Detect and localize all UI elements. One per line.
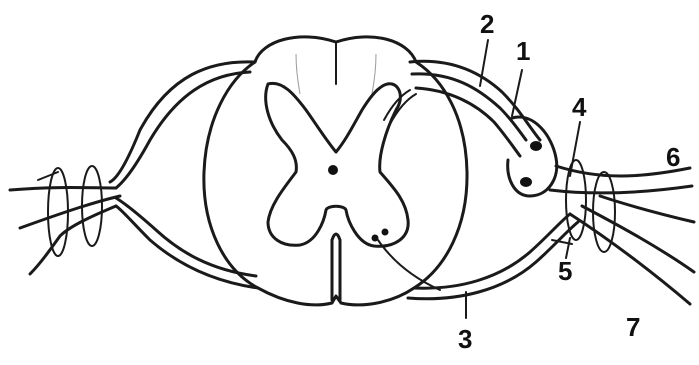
leader-5: [566, 238, 570, 258]
label-5: 5: [558, 256, 572, 286]
ganglion-cell-2: [520, 177, 532, 187]
label-1: 1: [516, 36, 530, 66]
dorsal-horn-fibers: [384, 90, 410, 120]
left-dorsal-root: [110, 62, 255, 182]
label-7: 7: [626, 312, 640, 342]
ganglion-cell-1: [530, 141, 542, 151]
gray-matter: [266, 83, 408, 246]
central-canal: [328, 165, 338, 175]
dorsal-column-line-right: [372, 54, 376, 94]
ventral-root-fiber: [378, 240, 440, 290]
label-3: 3: [458, 324, 472, 354]
leader-4: [570, 122, 580, 176]
label-2: 2: [480, 9, 494, 39]
motor-neuron-b: [382, 229, 389, 236]
label-4: 4: [572, 92, 587, 122]
label-6: 6: [666, 142, 680, 172]
left-ventral-root: [116, 206, 258, 288]
dorsal-column-line-left: [296, 54, 300, 94]
ventral-median-fissure: [332, 234, 340, 300]
